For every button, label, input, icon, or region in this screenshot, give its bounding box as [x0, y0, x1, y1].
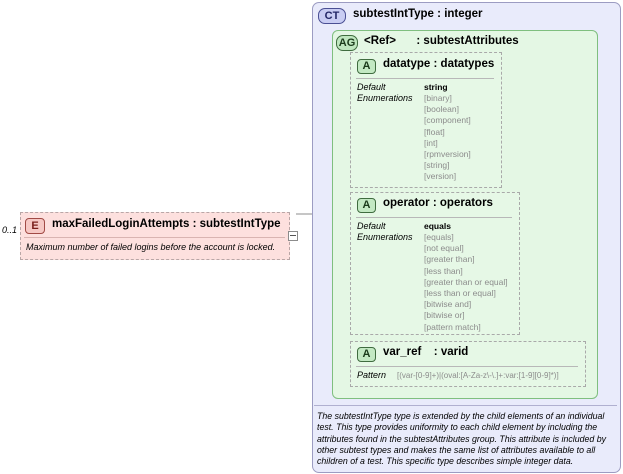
attribute-var-ref-badge: A [357, 347, 376, 362]
attribute-operator-title: operator : operators [383, 197, 493, 209]
complex-type-name: subtestIntType [353, 8, 434, 20]
enum-item: [version] [424, 171, 457, 182]
attribute-group-name: subtestAttributes [423, 35, 519, 47]
attribute-datatype-enum-label: Enumerations [357, 93, 413, 103]
attribute-operator-badge: A [357, 198, 376, 213]
attribute-group-badge: AG [336, 35, 358, 51]
complex-type-badge: CT [318, 8, 346, 24]
enum-item: [greater than or equal] [424, 276, 508, 287]
attribute-operator-sep: : [432, 197, 437, 209]
attribute-operator-default-value: equals [424, 221, 451, 231]
complex-type-description: The subtestIntType type is extended by t… [317, 411, 606, 467]
enum-item: [greater than] [424, 254, 475, 265]
attribute-group-ref: <Ref> [364, 35, 396, 47]
complex-type-title: subtestIntType : integer [353, 8, 483, 20]
attribute-datatype-sep: : [433, 58, 438, 70]
enum-item: [pattern match] [424, 321, 481, 332]
enum-item: [rpmversion] [424, 149, 471, 160]
attribute-operator-type: operators [439, 197, 493, 209]
attribute-datatype-name: datatype [383, 58, 431, 70]
attribute-var-ref-pattern-value: [(var-[0-9]+)|(oval:[A-Za-z\-\.]+:var:[1… [397, 371, 559, 380]
element-cardinality: 0..1 [2, 225, 18, 235]
attribute-datatype-type: datatypes [440, 58, 495, 70]
attribute-operator-box[interactable]: A operator : operators Default Enumerati… [350, 192, 520, 335]
attribute-datatype-enum-list: [binary] [boolean] [component] [float] [… [424, 93, 471, 183]
attribute-operator-name: operator [383, 197, 430, 209]
attribute-var-ref-box[interactable]: A var_ref : varid Pattern [(var-[0-9]+)|… [350, 341, 586, 387]
element-type: subtestIntType [199, 218, 281, 230]
enum-item: [float] [424, 126, 445, 137]
enum-item: [component] [424, 115, 471, 126]
enum-item: [less than] [424, 265, 463, 276]
element-box[interactable]: E maxFailedLoginAttempts : subtestIntTyp… [20, 212, 290, 260]
complex-type-sep: : [437, 8, 441, 20]
enum-item: [binary] [424, 93, 452, 103]
attribute-datatype-default-label: Default [357, 82, 386, 92]
attribute-var-ref-sep: : [433, 346, 438, 358]
element-divider [24, 237, 285, 238]
attribute-datatype-box[interactable]: A datatype : datatypes Default Enumerati… [350, 52, 502, 188]
enum-item: [boolean] [424, 104, 459, 115]
enum-item: [bitwise or] [424, 310, 465, 321]
attribute-operator-divider [356, 217, 512, 218]
enum-item: [not equal] [424, 243, 464, 254]
enum-item: [less than or equal] [424, 288, 496, 299]
enum-item: [int] [424, 137, 438, 148]
element-badge: E [25, 218, 45, 234]
attribute-operator-enum-list: [equals] [not equal] [greater than] [les… [424, 232, 508, 333]
enum-item: [equals] [424, 232, 454, 242]
attribute-var-ref-pattern-label: Pattern [357, 370, 387, 380]
attribute-datatype-badge: A [357, 59, 376, 74]
attribute-operator-default-label: Default [357, 221, 386, 231]
attribute-datatype-title: datatype : datatypes [383, 58, 494, 70]
enum-item: [string] [424, 160, 450, 171]
collapse-toggle[interactable] [288, 231, 298, 241]
description-divider [314, 405, 617, 406]
enum-item: [bitwise and] [424, 299, 472, 310]
attribute-datatype-divider [356, 78, 494, 79]
element-type-sep: : [192, 218, 197, 230]
attribute-var-ref-type: varid [440, 346, 469, 358]
element-doc: Maximum number of failed logins before t… [26, 242, 276, 252]
element-name: maxFailedLoginAttempts [52, 218, 190, 230]
attribute-operator-enum-label: Enumerations [357, 232, 413, 242]
attribute-var-ref-title: var_ref : varid [383, 346, 468, 358]
attribute-datatype-default-value: string [424, 82, 448, 92]
complex-type-base: integer [444, 8, 483, 20]
attribute-var-ref-divider [356, 366, 578, 367]
attribute-group-title: <Ref> : subtestAttributes [364, 35, 519, 47]
minus-icon [290, 235, 296, 236]
attribute-group-sep: : [416, 35, 421, 47]
attribute-var-ref-name: var_ref [383, 346, 422, 358]
element-title: maxFailedLoginAttempts : subtestIntType [52, 218, 281, 230]
